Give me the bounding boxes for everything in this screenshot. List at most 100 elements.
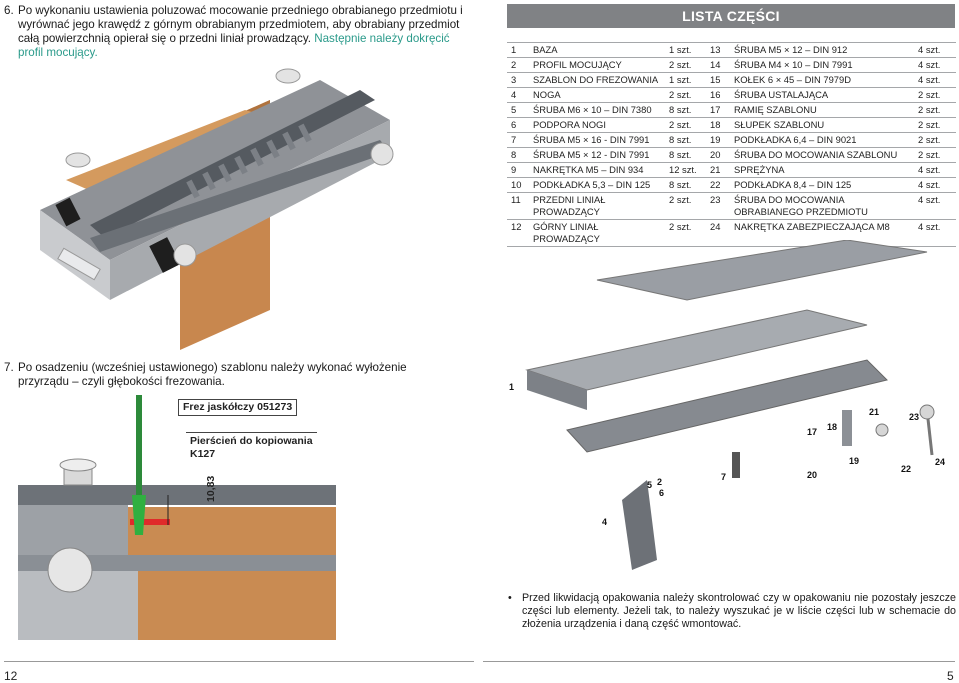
jig-assembly-illustration <box>40 68 394 350</box>
parts-cell-q2: 4 szt. <box>916 57 956 73</box>
parts-cell-q2: 4 szt. <box>916 42 956 58</box>
parts-cell-n2: 23 <box>708 192 732 220</box>
parts-cell-q: 8 szt. <box>667 132 708 148</box>
diagram-label-4: 4 <box>602 517 607 527</box>
diagram-label-2: 2 <box>657 477 662 487</box>
parts-cell-name2: ŚRUBA USTALAJĄCA <box>732 87 916 103</box>
parts-cell-name2: SPRĘŻYNA <box>732 162 916 178</box>
parts-cell-q2: 2 szt. <box>916 102 956 118</box>
parts-cell-name: GÓRNY LINIAŁ PROWADZĄCY <box>531 219 667 247</box>
parts-cell-q: 2 szt. <box>667 219 708 247</box>
parts-cell-q2: 2 szt. <box>916 87 956 103</box>
parts-cell-name: PODPORA NOGI <box>531 117 667 133</box>
parts-cell-name: PRZEDNI LINIAŁ PROWADZĄCY <box>531 192 667 220</box>
parts-cell-n: 2 <box>507 57 531 73</box>
parts-cell-name2: SŁUPEK SZABLONU <box>732 117 916 133</box>
page-number-left: 12 <box>4 669 18 683</box>
parts-cell-n2: 19 <box>708 132 732 148</box>
parts-cell-q2: 4 szt. <box>916 162 956 178</box>
parts-cell-n2: 21 <box>708 162 732 178</box>
depth-dimension: 10,83 <box>205 475 217 502</box>
parts-cell-q: 1 szt. <box>667 72 708 88</box>
parts-cell-name2: ŚRUBA M4 × 10 – DIN 7991 <box>732 57 916 73</box>
diagram-label-24: 24 <box>935 457 945 467</box>
diagram-label-1: 1 <box>509 382 514 392</box>
parts-cell-n: 5 <box>507 102 531 118</box>
parts-cell-q: 12 szt. <box>667 162 708 178</box>
parts-cell-q: 8 szt. <box>667 102 708 118</box>
diagram-label-18: 18 <box>827 422 837 432</box>
parts-cell-q: 8 szt. <box>667 147 708 163</box>
parts-cell-q2: 2 szt. <box>916 117 956 133</box>
parts-cell-n: 9 <box>507 162 531 178</box>
right-footer-rule <box>483 661 955 662</box>
parts-cell-name2: KOŁEK 6 × 45 – DIN 7979D <box>732 72 916 88</box>
parts-cell-q: 2 szt. <box>667 192 708 220</box>
parts-list-title: LISTA CZĘŚCI <box>507 4 955 28</box>
parts-cell-name2: PODKŁADKA 8,4 – DIN 125 <box>732 177 916 193</box>
page-number-right: 5 <box>947 669 954 683</box>
parts-cell-name2: NAKRĘTKA ZABEZPIECZAJĄCA M8 <box>732 219 916 247</box>
diagram-label-22: 22 <box>901 464 911 474</box>
router-depth-illustration <box>18 395 336 640</box>
parts-cell-n: 8 <box>507 147 531 163</box>
parts-cell-name2: RAMIĘ SZABLONU <box>732 102 916 118</box>
step-6-highlight: Następnie należy dokręcić profil mocując… <box>18 32 450 59</box>
parts-cell-q2: 2 szt. <box>916 147 956 163</box>
step-6-instruction: 6. Po wykonaniu ustawienia poluzować moc… <box>4 4 466 60</box>
parts-cell-q: 2 szt. <box>667 57 708 73</box>
parts-cell-q2: 2 szt. <box>916 132 956 148</box>
diagram-label-23: 23 <box>909 412 919 422</box>
diagram-label-20: 20 <box>807 470 817 480</box>
parts-cell-name: NOGA <box>531 87 667 103</box>
left-footer-rule <box>4 661 474 662</box>
parts-cell-n: 6 <box>507 117 531 133</box>
parts-cell-n2: 16 <box>708 87 732 103</box>
parts-cell-n: 4 <box>507 87 531 103</box>
parts-cell-q2: 4 szt. <box>916 177 956 193</box>
diagram-label-5: 5 <box>647 480 652 490</box>
note-text: Przed likwidacją opakowania należy skont… <box>522 592 956 630</box>
diagram-label-17: 17 <box>807 427 817 437</box>
exploded-parts-diagram: 1 2 4 5 6 7 17 18 19 20 21 22 23 24 <box>509 240 945 570</box>
parts-cell-name2: ŚRUBA DO MOCOWANIA OBRABIANEGO PRZEDMIOT… <box>732 192 916 220</box>
parts-cell-q2: 4 szt. <box>916 219 956 247</box>
parts-cell-q2: 4 szt. <box>916 192 956 220</box>
parts-cell-name: PROFIL MOCUJĄCY <box>531 57 667 73</box>
step-6-number: 6. <box>4 4 14 17</box>
parts-cell-q2: 4 szt. <box>916 72 956 88</box>
diagram-label-7: 7 <box>721 472 726 482</box>
diagram-label-6: 6 <box>659 488 664 498</box>
parts-cell-name2: ŚRUBA DO MOCOWANIA SZABLONU <box>732 147 916 163</box>
step-7-instruction: 7. Po osadzeniu (wcześniej ustawionego) … <box>4 361 456 389</box>
parts-cell-n: 11 <box>507 192 531 220</box>
parts-cell-name2: ŚRUBA M5 × 12 – DIN 912 <box>732 42 916 58</box>
parts-cell-name: ŚRUBA M5 × 16 - DIN 7991 <box>531 132 667 148</box>
copy-ring-label: Pierścień do kopiowania K127 <box>186 432 317 462</box>
parts-cell-n: 7 <box>507 132 531 148</box>
parts-cell-n2: 13 <box>708 42 732 58</box>
parts-cell-n2: 20 <box>708 147 732 163</box>
step-7-number: 7. <box>4 361 14 374</box>
parts-cell-n2: 18 <box>708 117 732 133</box>
parts-cell-n: 3 <box>507 72 531 88</box>
parts-cell-q: 2 szt. <box>667 117 708 133</box>
parts-cell-n: 10 <box>507 177 531 193</box>
parts-cell-name: ŚRUBA M5 × 12 - DIN 7991 <box>531 147 667 163</box>
parts-cell-n2: 24 <box>708 219 732 247</box>
parts-cell-n2: 15 <box>708 72 732 88</box>
parts-cell-name: PODKŁADKA 5,3 – DIN 125 <box>531 177 667 193</box>
note-bullet: • <box>508 592 512 604</box>
diagram-label-19: 19 <box>849 456 859 466</box>
